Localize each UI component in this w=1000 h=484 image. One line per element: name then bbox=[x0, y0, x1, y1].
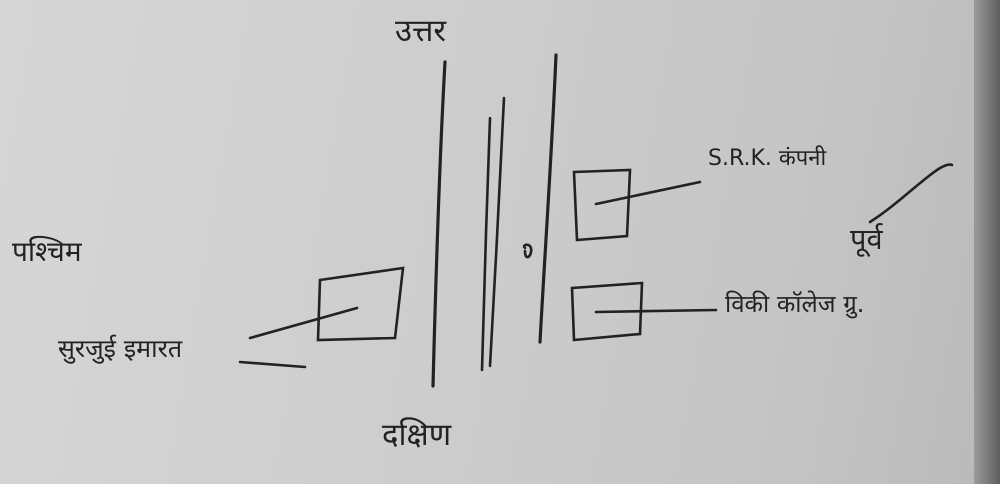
left-leader-line-bottom bbox=[238, 360, 307, 369]
right-top-building-label: S.R.K. कंपनी bbox=[708, 146, 827, 171]
right-top-leader-line bbox=[594, 180, 702, 206]
page-binding-shadow bbox=[974, 0, 1000, 484]
right-bottom-leader-line bbox=[594, 308, 718, 314]
right-bottom-building-label: विकी कॉलेज ग्रु. bbox=[725, 290, 865, 318]
road-divider-line-1 bbox=[480, 116, 492, 372]
right-top-building-box bbox=[572, 168, 632, 242]
left-leader-line bbox=[248, 306, 359, 340]
north-label: उत्तर bbox=[395, 13, 447, 49]
location-marker bbox=[522, 243, 533, 259]
east-label: पूर्व bbox=[850, 222, 883, 256]
road-line-left bbox=[431, 60, 447, 388]
west-label: पश्चिम bbox=[12, 235, 82, 268]
road-divider-line-2 bbox=[488, 96, 506, 368]
road-line-right bbox=[538, 53, 558, 344]
south-label: दक्षिण bbox=[382, 417, 452, 453]
left-building-box bbox=[316, 266, 405, 342]
left-building-label: सुरजुई इमारत bbox=[58, 334, 183, 363]
east-arc-stroke bbox=[868, 163, 954, 224]
right-bottom-building-box bbox=[570, 281, 644, 342]
